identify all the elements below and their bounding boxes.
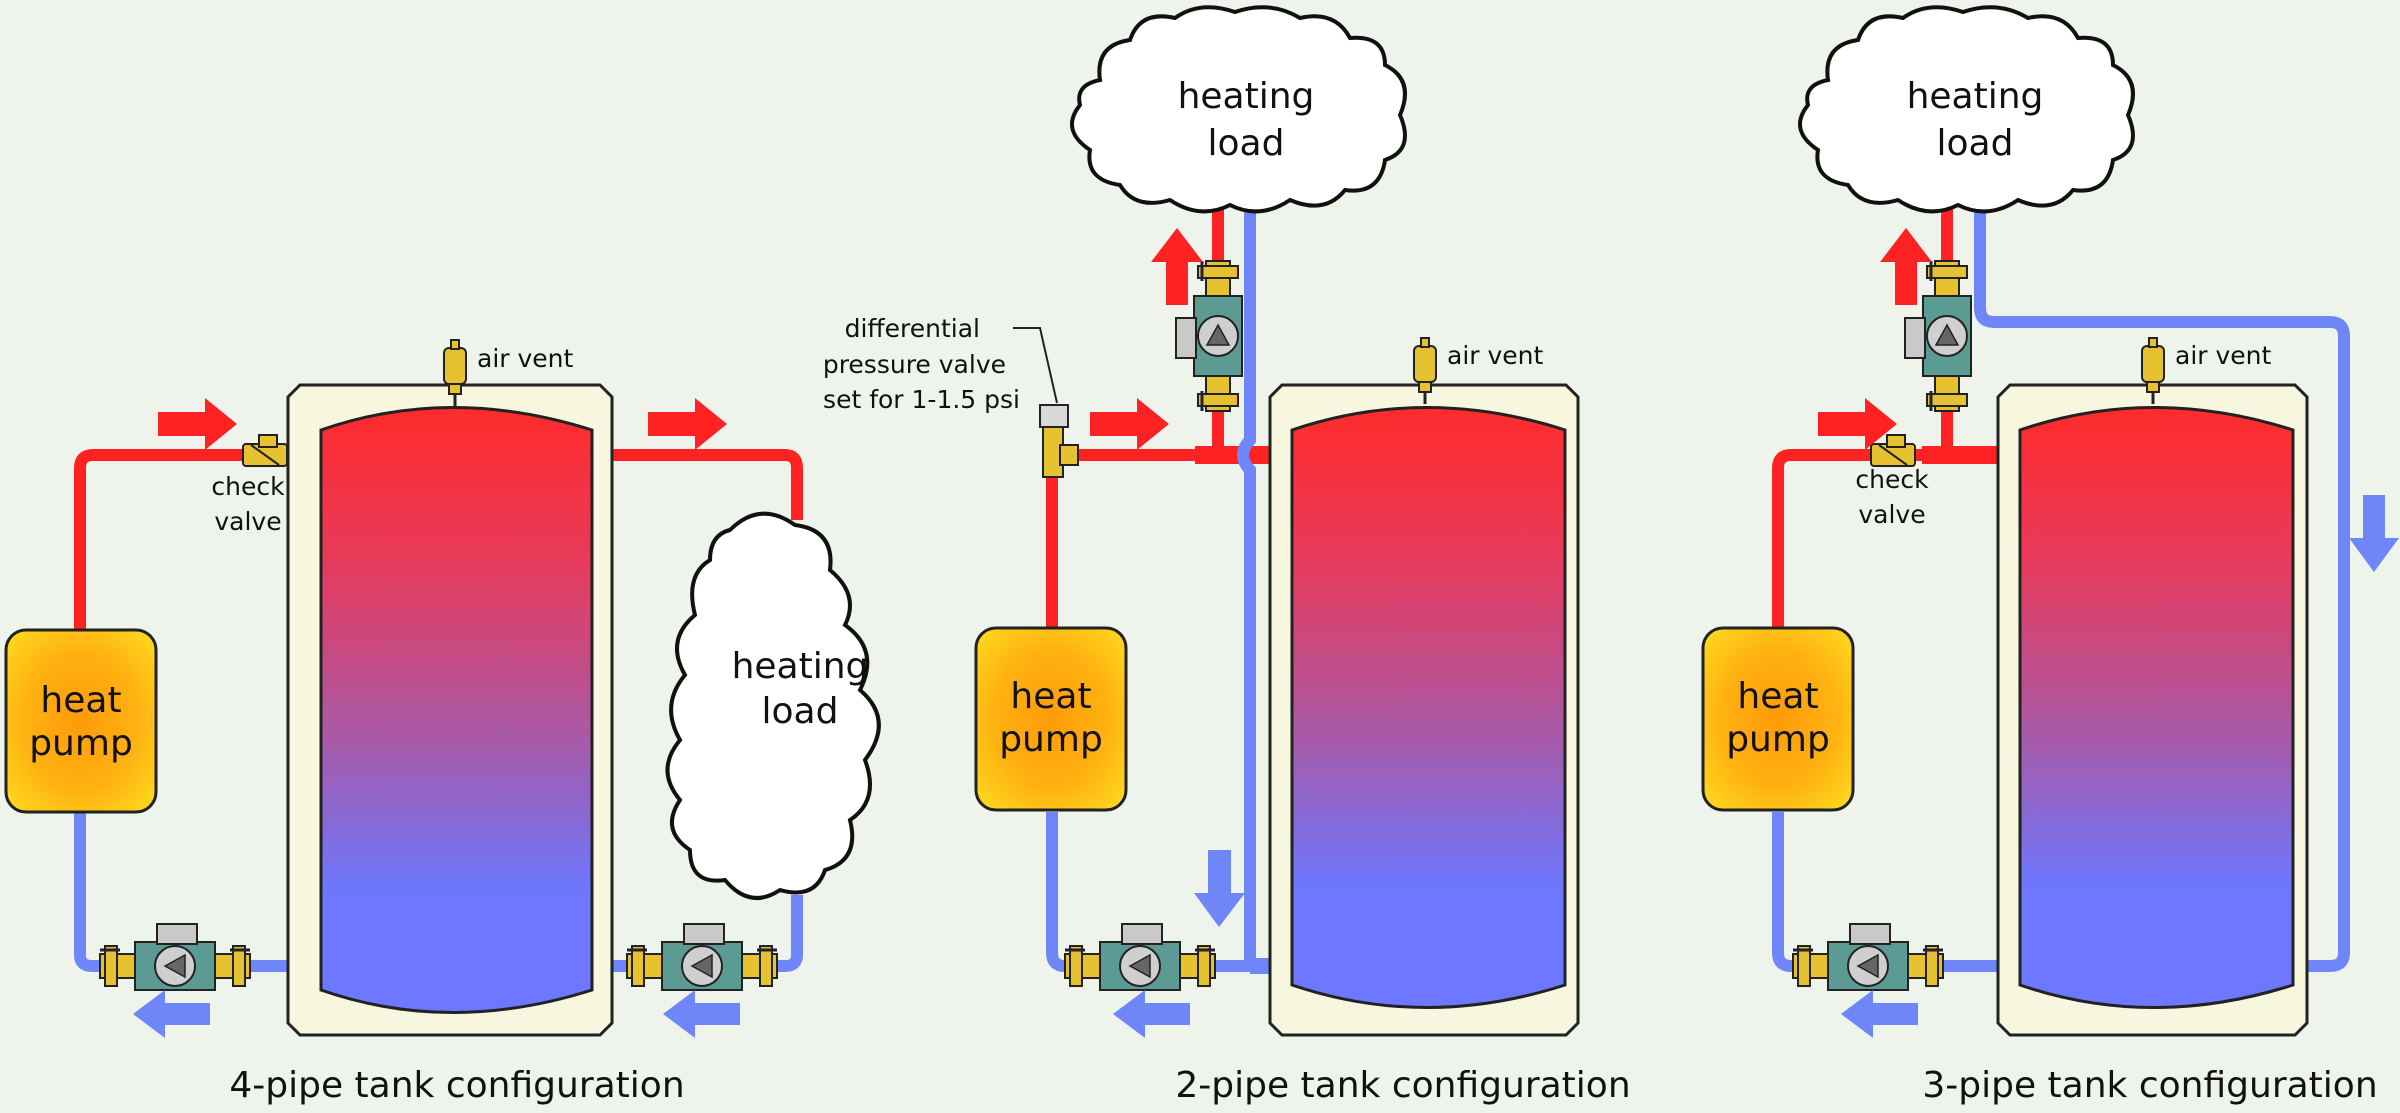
heating-load-label-line2: load <box>1208 123 1285 164</box>
heating-load-label-line1: heating <box>1178 76 1315 117</box>
flow-arrow-icon <box>1090 398 1169 450</box>
flow-arrow-icon <box>1113 990 1190 1038</box>
heat-pump-icon <box>4 628 158 814</box>
storage-tank-icon <box>1996 383 2309 1037</box>
heat-pump-label-line1: heat <box>1010 676 1091 717</box>
differential-pressure-valve-icon <box>1039 404 1079 478</box>
check-valve-label-line1: check <box>211 472 285 501</box>
cold-load-return-pipe <box>1974 205 2350 972</box>
heat-pump-label-line2: pump <box>1726 719 1830 760</box>
check-valve-icon <box>242 434 288 467</box>
flow-arrow-icon <box>1841 990 1918 1038</box>
hot-supply-pipe <box>74 449 320 630</box>
panel-3-pipe: air vent heat pump check valve heating l… <box>1701 5 2399 1106</box>
panel-2-pipe: air vent heat pump differential pressure… <box>823 5 1631 1106</box>
heat-pump-icon <box>974 626 1128 812</box>
heating-load-cloud-icon <box>665 511 881 900</box>
heating-load-cloud-icon <box>1798 5 2135 214</box>
heating-load-label-line2: load <box>762 691 839 732</box>
dpv-label-line2: pressure valve <box>823 350 1006 379</box>
cold-load-return-pipe <box>1237 205 1256 966</box>
flow-arrow-icon <box>1151 228 1203 305</box>
flow-arrow-icon <box>663 990 740 1038</box>
heat-pump-label-line2: pump <box>29 723 133 764</box>
flow-arrow-icon <box>1880 228 1932 305</box>
flow-arrow-icon <box>2349 495 2399 572</box>
hot-load-pipe <box>590 449 803 520</box>
heat-pump-label-line2: pump <box>999 719 1103 760</box>
cold-load-return-pipe <box>590 895 803 972</box>
heat-pump-label-line1: heat <box>1737 676 1818 717</box>
check-valve-label-line2: valve <box>1858 500 1925 529</box>
storage-tank-icon <box>1268 383 1580 1037</box>
configuration-caption: 3-pipe tank configuration <box>1922 1065 2377 1106</box>
storage-tank-icon <box>286 383 614 1037</box>
circulator-pump-icon <box>1791 922 1945 992</box>
configuration-caption: 4-pipe tank configuration <box>229 1065 684 1106</box>
dpv-label-line1: differential <box>845 314 980 343</box>
hot-supply-pipe <box>1772 449 2025 628</box>
air-vent-label: air vent <box>2175 341 2272 370</box>
hot-supply-pipe <box>1046 449 1298 628</box>
cold-return-pipe <box>74 810 320 972</box>
check-valve-label-line2: valve <box>214 507 281 536</box>
circulator-pump-icon <box>98 922 252 992</box>
circulator-pump-icon <box>1063 922 1217 992</box>
check-valve-label-line1: check <box>1855 465 1929 494</box>
callout-leader-line <box>1013 327 1058 404</box>
heating-load-cloud-icon <box>1070 5 1407 214</box>
heat-pump-label-line1: heat <box>40 680 121 721</box>
heating-load-label-line1: heating <box>1907 76 2044 117</box>
heat-pump-icon <box>1701 626 1855 812</box>
flow-arrow-icon <box>648 398 727 450</box>
heating-load-label-line2: load <box>1937 123 2014 164</box>
circulator-pump-icon <box>625 922 779 992</box>
heating-load-label-line1: heating <box>732 646 869 687</box>
air-vent-label: air vent <box>477 344 574 373</box>
flow-arrow-icon <box>158 398 237 450</box>
panel-4-pipe: air vent heat pump check valve heating l… <box>4 338 881 1106</box>
flow-arrow-icon <box>133 990 210 1038</box>
dpv-label-line3: set for 1-1.5 psi <box>823 385 1020 414</box>
flow-arrow-icon <box>1818 398 1897 450</box>
configuration-caption: 2-pipe tank configuration <box>1175 1065 1630 1106</box>
flow-arrow-icon <box>1194 850 1245 927</box>
air-vent-label: air vent <box>1447 341 1544 370</box>
cold-return-pipe <box>1772 812 2025 972</box>
